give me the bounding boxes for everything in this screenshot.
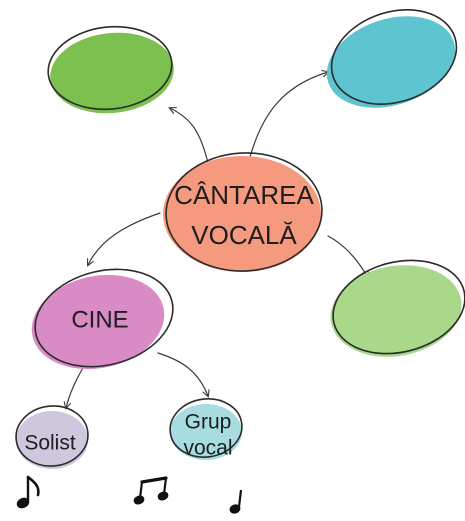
bubble-fill: [330, 265, 462, 357]
arrow-to-top-left: [170, 108, 209, 164]
bubble-outline: [169, 398, 243, 458]
cine-label: CINE: [71, 306, 128, 333]
solist-label: Solist: [24, 432, 76, 455]
bubble-fill: [163, 156, 321, 272]
center-label-line1: CÂNTAREA: [174, 180, 314, 210]
grup-label-line1: Grup: [185, 411, 232, 434]
solist-bubble: Solist: [15, 405, 89, 469]
bubble-fill: [170, 404, 242, 460]
arrow-to-grup: [157, 352, 208, 396]
quarter-note-icon: [229, 489, 243, 514]
grup-label-line2: vocal: [183, 437, 232, 460]
grup-vocal-bubble: Grup vocal: [169, 398, 243, 460]
bubble-outline: [332, 259, 465, 355]
center-label-line2: VOCALĂ: [191, 220, 297, 250]
bubble-outline: [47, 25, 173, 111]
bubble-fill: [16, 411, 88, 469]
bubble-fill: [31, 274, 165, 370]
bubble-outline: [165, 152, 323, 272]
center-bubble: CÂNTAREA VOCALĂ: [163, 152, 323, 272]
top-right-bubble: [326, 9, 458, 108]
arrow-to-cine: [88, 212, 161, 265]
beamed-notes-icon: [133, 476, 169, 505]
cine-bubble: CINE: [31, 268, 174, 370]
bubble-fill: [326, 16, 456, 108]
top-left-bubble: [47, 25, 174, 114]
arrow-to-solist: [66, 365, 85, 408]
bubble-fill: [50, 32, 174, 114]
bubble-outline: [330, 9, 458, 105]
arrow-to-top-right: [249, 72, 328, 158]
bubble-outline: [15, 405, 89, 467]
bubble-outline: [34, 268, 174, 368]
bottom-right-bubble: [330, 259, 465, 357]
arrow-to-bottom-right: [327, 235, 368, 278]
eighth-note-icon: [16, 475, 40, 509]
